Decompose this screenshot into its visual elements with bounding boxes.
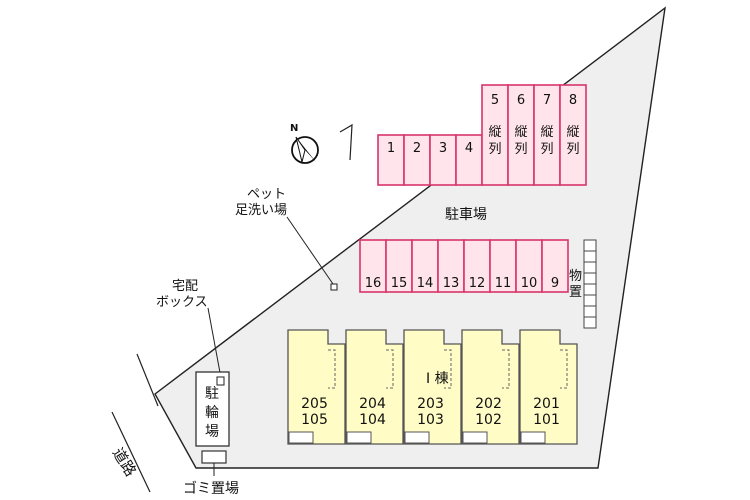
parking-stall-number: 5 [491, 93, 499, 108]
parking-stall [455, 134, 483, 186]
pet-wash-marker [330, 283, 338, 291]
parking-stall [541, 239, 569, 293]
parking-stall-number: 4 [465, 141, 473, 156]
parking-stall-number: 11 [495, 276, 512, 291]
parking-stall-number: 10 [521, 276, 538, 291]
parking-stall-number: 3 [439, 141, 447, 156]
parking-stall-tandem [533, 84, 561, 186]
north-arrow-icon: N [290, 123, 319, 164]
parking-stall-number: 13 [443, 276, 460, 291]
parking-stall [515, 239, 543, 293]
unit-number-upper: 203 [417, 396, 444, 412]
road-edge-line [111, 411, 151, 493]
parking-stall-number: 7 [543, 93, 551, 108]
unit-number-lower: 101 [533, 412, 560, 428]
parking-row-tandem: 5 縦列 6 縦列 7 縦列 8 縦列 [481, 84, 587, 186]
parking-stall [437, 239, 465, 293]
parking-stall-note: 縦列 [488, 125, 501, 157]
parking-stall-number: 6 [517, 93, 525, 108]
delivery-box-marker [216, 376, 225, 386]
bicycle-parking-label: 駐輪場 [205, 386, 219, 440]
parking-stall-number: 9 [551, 276, 559, 291]
unit-number-upper: 204 [359, 396, 386, 412]
storage-label: 物置 [569, 269, 582, 300]
parking-stall-tandem [559, 84, 587, 186]
parking-label: 駐車場 [445, 206, 487, 223]
parking-stall [411, 239, 439, 293]
lot-notch [339, 123, 353, 161]
parking-stall-number: 1 [387, 141, 395, 156]
unit-number-lower: 104 [359, 412, 386, 428]
storage-shed [583, 239, 597, 329]
unit-number-upper: 202 [475, 396, 502, 412]
parking-stall [463, 239, 491, 293]
parking-stall-number: 15 [391, 276, 408, 291]
parking-stall-number: 2 [413, 141, 421, 156]
pet-wash-label: ペット足洗い場 [235, 187, 287, 218]
parking-stall [359, 239, 387, 293]
road-label: 道路 [109, 445, 140, 480]
delivery-box-leader [207, 307, 222, 379]
unit-number-upper: 201 [533, 396, 560, 412]
parking-stall-number: 8 [569, 93, 577, 108]
delivery-box-label: 宅配ボックス [156, 279, 208, 310]
unit-number-lower: 103 [417, 412, 444, 428]
parking-stall-number: 12 [469, 276, 486, 291]
unit-number-lower: 105 [301, 412, 328, 428]
garbage-label: ゴミ置場 [183, 480, 239, 497]
north-label: N [290, 123, 298, 134]
parking-stall [489, 239, 517, 293]
parking-stall-note: 縦列 [514, 125, 527, 157]
garbage-station [201, 450, 227, 464]
building-label: I 棟 [426, 371, 449, 387]
parking-stall-note: 縦列 [566, 125, 579, 157]
pet-wash-leader [286, 216, 334, 285]
parking-stall-number: 14 [417, 276, 434, 291]
parking-stall [403, 134, 431, 186]
parking-stall-note: 縦列 [540, 125, 553, 157]
unit-number-lower: 102 [475, 412, 502, 428]
parking-row-top: 1 2 3 4 [377, 134, 483, 186]
road-edge-line [136, 353, 159, 407]
parking-row-bottom: 16 15 14 13 12 11 10 9 [359, 239, 569, 293]
parking-stall-number: 16 [365, 276, 382, 291]
parking-stall [385, 239, 413, 293]
unit-number-upper: 205 [301, 396, 328, 412]
